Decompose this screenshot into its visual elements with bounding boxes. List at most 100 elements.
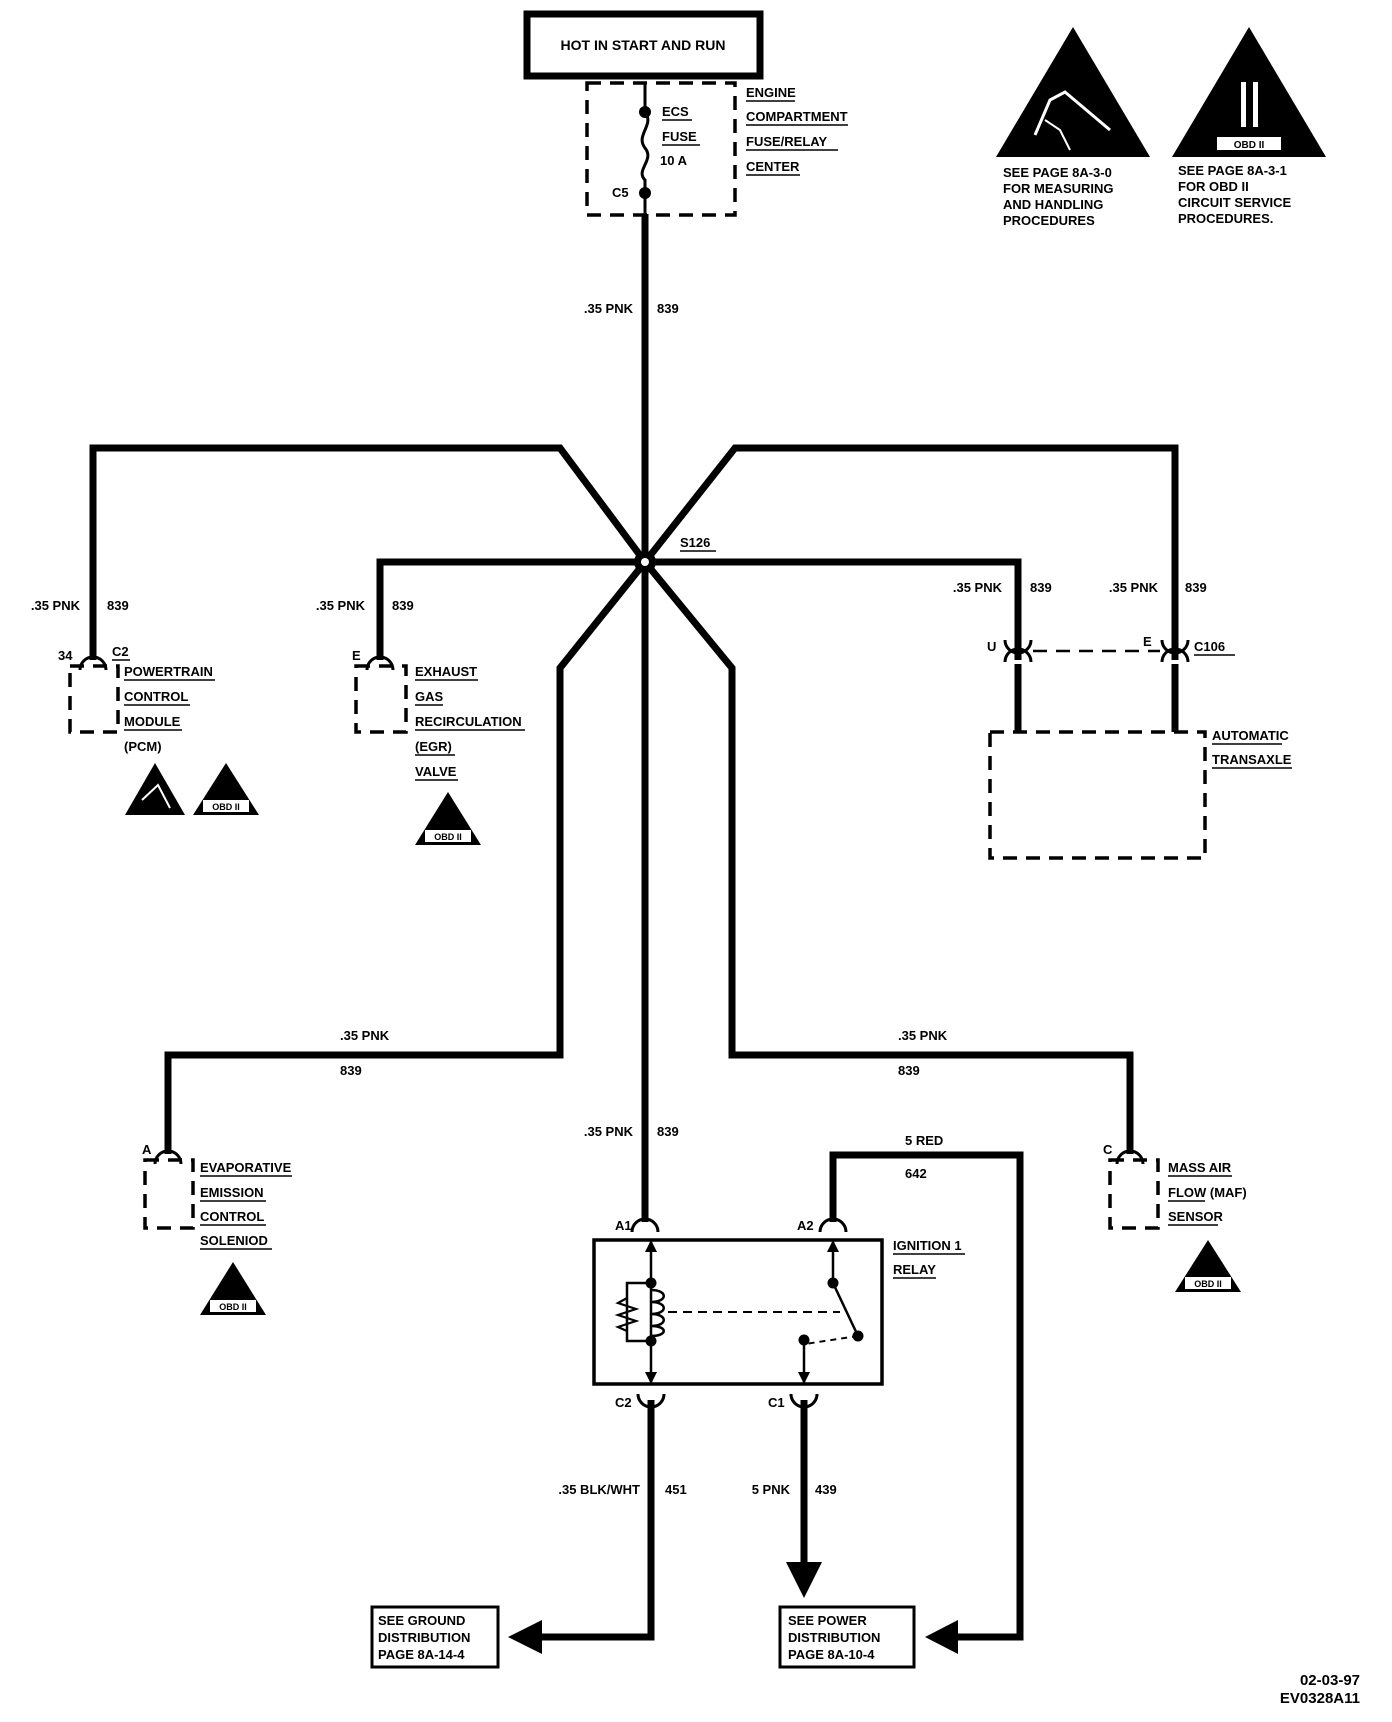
svg-text:MASS AIR: MASS AIR [1168, 1160, 1232, 1175]
relay-feed-wire [829, 1151, 1024, 1654]
evap-pin: A [142, 1142, 152, 1157]
ground-circuit-label: 451 [665, 1482, 687, 1497]
ecs-fuse [639, 84, 651, 215]
splice-label: S126 [680, 535, 710, 550]
relay-label: IGNITION 1 RELAY [893, 1238, 965, 1279]
svg-text:COMPARTMENT: COMPARTMENT [746, 109, 848, 124]
relay-pin-a1 [630, 1217, 660, 1233]
svg-text:FOR MEASURING: FOR MEASURING [1003, 181, 1114, 196]
svg-text:CIRCUIT SERVICE: CIRCUIT SERVICE [1178, 195, 1291, 210]
maf-wire-label: .35 PNK [898, 1028, 948, 1043]
evap-circuit-label: 839 [340, 1063, 362, 1078]
transaxle-pin-e: E [1143, 634, 1152, 649]
ground-wire [508, 1400, 655, 1654]
obd-note-text: SEE PAGE 8A-3-1 FOR OBD II CIRCUIT SERVI… [1178, 163, 1291, 226]
footer-date: 02-03-97 [1300, 1672, 1360, 1689]
power-distribution-ref[interactable] [778, 1605, 916, 1669]
relay-pin-a2 [818, 1217, 848, 1233]
fuse-rating: 10 A [660, 153, 688, 168]
svg-text:SEE POWER: SEE POWER [788, 1613, 867, 1628]
svg-text:CENTER: CENTER [746, 159, 800, 174]
svg-text:PROCEDURES: PROCEDURES [1003, 213, 1095, 228]
transaxle-connector-c106 [1003, 639, 1190, 663]
evap-obd-icon: OBD II [200, 1262, 266, 1315]
svg-text:OBD II: OBD II [1194, 1279, 1222, 1289]
transaxle-box [988, 730, 1207, 860]
svg-text:SEE PAGE 8A-3-0: SEE PAGE 8A-3-0 [1003, 165, 1112, 180]
svg-text:EVAPORATIVE: EVAPORATIVE [200, 1160, 292, 1175]
svg-text:(PCM): (PCM) [124, 739, 162, 754]
pcm-esd-icon [125, 763, 185, 815]
egr-circuit-label: 839 [392, 598, 414, 613]
svg-text:OBD II: OBD II [219, 1302, 247, 1312]
power-source-label: HOT IN START AND RUN [561, 37, 726, 53]
svg-text:VALVE: VALVE [415, 764, 457, 779]
svg-text:AUTOMATIC: AUTOMATIC [1212, 728, 1289, 743]
maf-circuit-label: 839 [898, 1063, 920, 1078]
svg-text:RELAY: RELAY [893, 1262, 936, 1277]
transaxle-label: AUTOMATIC TRANSAXLE [1212, 728, 1292, 769]
svg-text:FUSE/RELAY: FUSE/RELAY [746, 134, 827, 149]
output-wire [786, 1400, 822, 1598]
fuse-relay-center-box [585, 81, 737, 217]
svg-text:RECIRCULATION: RECIRCULATION [415, 714, 522, 729]
svg-text:EXHAUST: EXHAUST [415, 664, 477, 679]
egr-box [354, 664, 408, 734]
footer-code: EV0328A11 [1280, 1690, 1360, 1707]
svg-text:SOLENIOD: SOLENIOD [200, 1233, 268, 1248]
svg-text:PAGE 8A-10-4: PAGE 8A-10-4 [788, 1647, 875, 1662]
svg-text:SEE PAGE 8A-3-1: SEE PAGE 8A-3-1 [1178, 163, 1287, 178]
relay-pin-c2-label: C2 [615, 1395, 632, 1410]
svg-text:SENSOR: SENSOR [1168, 1209, 1224, 1224]
relay-coil [614, 1240, 840, 1384]
svg-text:DISTRIBUTION: DISTRIBUTION [788, 1630, 880, 1645]
svg-text:SEE GROUND: SEE GROUND [378, 1613, 465, 1628]
relay-feed-circuit-label: 642 [905, 1166, 927, 1181]
transaxle-pin-u: U [987, 639, 996, 654]
svg-text:OBD II: OBD II [212, 802, 240, 812]
wire-harness [89, 214, 1179, 1222]
svg-text:OBD II: OBD II [1234, 140, 1265, 151]
svg-text:PAGE 8A-14-4: PAGE 8A-14-4 [378, 1647, 465, 1662]
esd-note-text: SEE PAGE 8A-3-0 FOR MEASURING AND HANDLI… [1003, 165, 1114, 228]
relay-in-circuit-label: 839 [657, 1124, 679, 1139]
svg-text:GAS: GAS [415, 689, 444, 704]
transaxle-connector-id: C106 [1194, 639, 1225, 654]
svg-text:TRANSAXLE: TRANSAXLE [1212, 752, 1292, 767]
svg-text:DISTRIBUTION: DISTRIBUTION [378, 1630, 470, 1645]
power-source-box [523, 10, 764, 80]
svg-text:IGNITION 1: IGNITION 1 [893, 1238, 962, 1253]
main-feed-circuit-label: 839 [657, 301, 679, 316]
relay-feed-wire-label: 5 RED [905, 1133, 943, 1148]
pcm-wire-label: .35 PNK [31, 598, 81, 613]
evap-label: EVAPORATIVE EMISSION CONTROL SOLENIOD [200, 1160, 292, 1250]
relay-pin-c1-label: C1 [768, 1395, 785, 1410]
svg-text:AND HANDLING: AND HANDLING [1003, 197, 1103, 212]
egr-wire-label: .35 PNK [316, 598, 366, 613]
pcm-pin: 34 [58, 648, 73, 663]
maf-label: MASS AIR FLOW (MAF) SENSOR [1168, 1160, 1247, 1226]
svg-text:PROCEDURES.: PROCEDURES. [1178, 211, 1273, 226]
fuse-connector: C5 [612, 185, 629, 200]
ground-wire-label: .35 BLK/WHT [558, 1482, 640, 1497]
output-circuit-label: 439 [815, 1482, 837, 1497]
svg-text:CONTROL: CONTROL [200, 1209, 264, 1224]
fuse-type: FUSE [662, 129, 697, 144]
transaxle-circuit2-label: 839 [1185, 580, 1207, 595]
maf-box [1108, 1158, 1160, 1230]
svg-text:FOR OBD II: FOR OBD II [1178, 179, 1249, 194]
ground-distribution-ref-label: SEE GROUND DISTRIBUTION PAGE 8A-14-4 [378, 1613, 470, 1662]
main-feed-wire-label: .35 PNK [584, 301, 634, 316]
svg-text:EMISSION: EMISSION [200, 1185, 264, 1200]
svg-text:POWERTRAIN: POWERTRAIN [124, 664, 213, 679]
ground-distribution-ref[interactable] [370, 1605, 500, 1669]
egr-label: EXHAUST GAS RECIRCULATION (EGR) VALVE [415, 664, 525, 781]
esd-warning-icon [996, 27, 1150, 157]
transaxle-wire1-label: .35 PNK [953, 580, 1003, 595]
evap-wire-label: .35 PNK [340, 1028, 390, 1043]
pcm-obd-icon: OBD II [193, 763, 259, 815]
pcm-connector-id: C2 [112, 644, 129, 659]
svg-text:(EGR): (EGR) [415, 739, 452, 754]
pcm-box [68, 664, 120, 734]
